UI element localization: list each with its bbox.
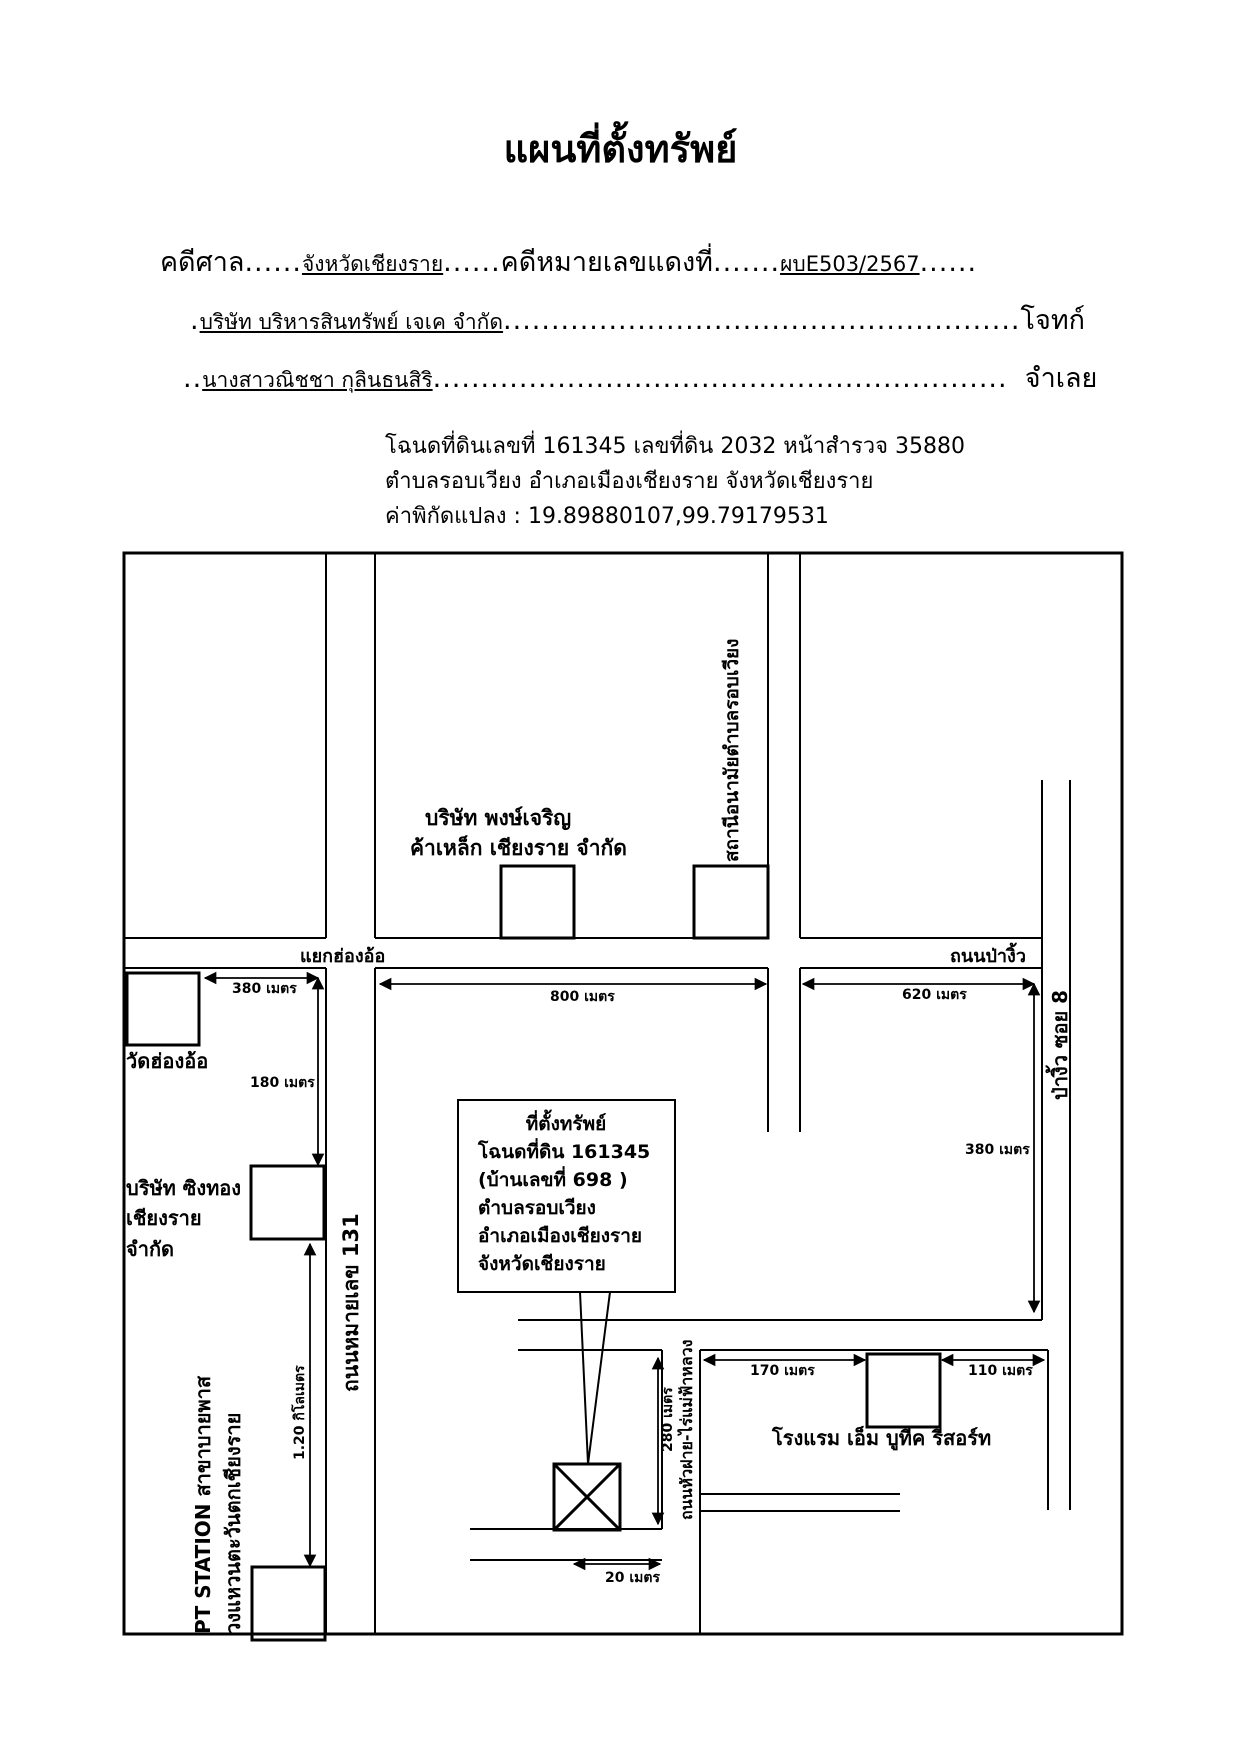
singthong-label-1: บริษัท ซิงทอง (126, 1176, 241, 1200)
deed-info-line3: ค่าพิกัดแปลง : 19.89880107,99.79179531 (385, 504, 829, 529)
callout-line1: ที่ตั้งทรัพย์ (526, 1109, 607, 1135)
callout-line3: (บ้านเลขที่ 698 ) (478, 1166, 628, 1191)
page-title: แผนที่ตั้งทรัพย์ (503, 127, 738, 171)
defendant-line: ..นางสาวณิชชา กุลินธนสิริ...............… (183, 363, 1098, 394)
intersection-label: แยกฮ่องอ้อ (300, 946, 385, 967)
temple-label: วัดฮ่องอ้อ (126, 1049, 208, 1073)
case-label: คดีหมายเลขแดงที่ (500, 247, 713, 278)
map-line-element (587, 1291, 611, 1465)
pt-station-building (250, 1565, 327, 1642)
singthong-label-3: จำกัด (126, 1237, 174, 1261)
road-131-label: ถนนหมายเลข 131 (339, 1213, 363, 1392)
dist-380-right: 380 เมตร (965, 1142, 1030, 1158)
road-huafai-label: ถนนหัวฝาย-ไร่แม่ฟ้าหลวง (677, 1340, 696, 1520)
health-station-building (692, 864, 770, 940)
defendant-label: จำเลย (1024, 363, 1098, 394)
dist-180: 180 เมตร (250, 1075, 315, 1091)
property-callout-box (457, 1099, 676, 1293)
court-label: คดีศาล (160, 247, 245, 278)
plaintiff-line: .บริษัท บริหารสินทรัพย์ เจเค จำกัด......… (190, 305, 1085, 336)
dist-380-top: 380 เมตร (232, 981, 297, 997)
hotel-label: โรงแรม เอ็ม บูทีค รีสอร์ท (771, 1425, 991, 1452)
deed-info-line1: โฉนดที่ดินเลขที่ 161345 เลขที่ดิน 2032 ห… (385, 434, 966, 459)
singthong-building (249, 1164, 326, 1241)
road-pangiw-soi8-label: ป่างิ้ว ซอย 8 (1045, 990, 1072, 1100)
map-line-element (579, 1291, 589, 1465)
dist-280: 280 เมตร (660, 1387, 676, 1452)
health-station-label: สถานีอนามัยตำบลรอบเวียง (721, 639, 743, 862)
callout-line6: จังหวัดเชียงราย (478, 1253, 606, 1275)
dist-120km: 1.20 กิโลเมตร (290, 1365, 308, 1460)
dist-170: 170 เมตร (750, 1363, 815, 1379)
dist-20: 20 เมตร (605, 1570, 660, 1586)
court-line: คดีศาล......จังหวัดเชียงราย......คดีหมาย… (160, 247, 978, 278)
pongcharoen-label-1: บริษัท พงษ์เจริญ (425, 806, 571, 831)
temple-building (125, 971, 201, 1047)
case-value: ผบE503/2567 (780, 252, 920, 276)
dist-620: 620 เมตร (902, 987, 967, 1003)
dist-110: 110 เมตร (968, 1363, 1033, 1379)
map-line-element (552, 1462, 622, 1532)
dist-800: 800 เมตร (550, 989, 615, 1005)
pt-station-label-1: PT STATION สาขาบายพาส (191, 1375, 215, 1634)
callout-line5: อำเภอเมืองเชียงราย (478, 1225, 642, 1247)
deed-info-line2: ตำบลรอบเวียง อำเภอเมืองเชียงราย จังหวัดเ… (385, 469, 874, 494)
court-value: จังหวัดเชียงราย (301, 252, 444, 276)
singthong-label-2: เชียงราย (126, 1206, 202, 1230)
road-pangiw-label: ถนนป่างิ้ว (950, 942, 1026, 967)
pt-station-label-2: วงแหวนตะวันตกเชียงราย (221, 1413, 245, 1634)
map-frame (122, 551, 1124, 1636)
hotel-building (865, 1352, 942, 1429)
plaintiff-label: โจทก์ (1020, 305, 1085, 336)
pongcharoen-label-2: ค้าเหล็ก เชียงราย จำกัด (410, 834, 627, 860)
plaintiff-value: บริษัท บริหารสินทรัพย์ เจเค จำกัด (199, 310, 504, 334)
callout-line2: โฉนดที่ดิน 161345 (477, 1138, 650, 1163)
defendant-value: นางสาวณิชชา กุลินธนสิริ (202, 368, 433, 392)
callout-line4: ตำบลรอบเวียง (478, 1197, 596, 1219)
pongcharoen-building (499, 864, 576, 940)
road-lines (124, 553, 1071, 1634)
